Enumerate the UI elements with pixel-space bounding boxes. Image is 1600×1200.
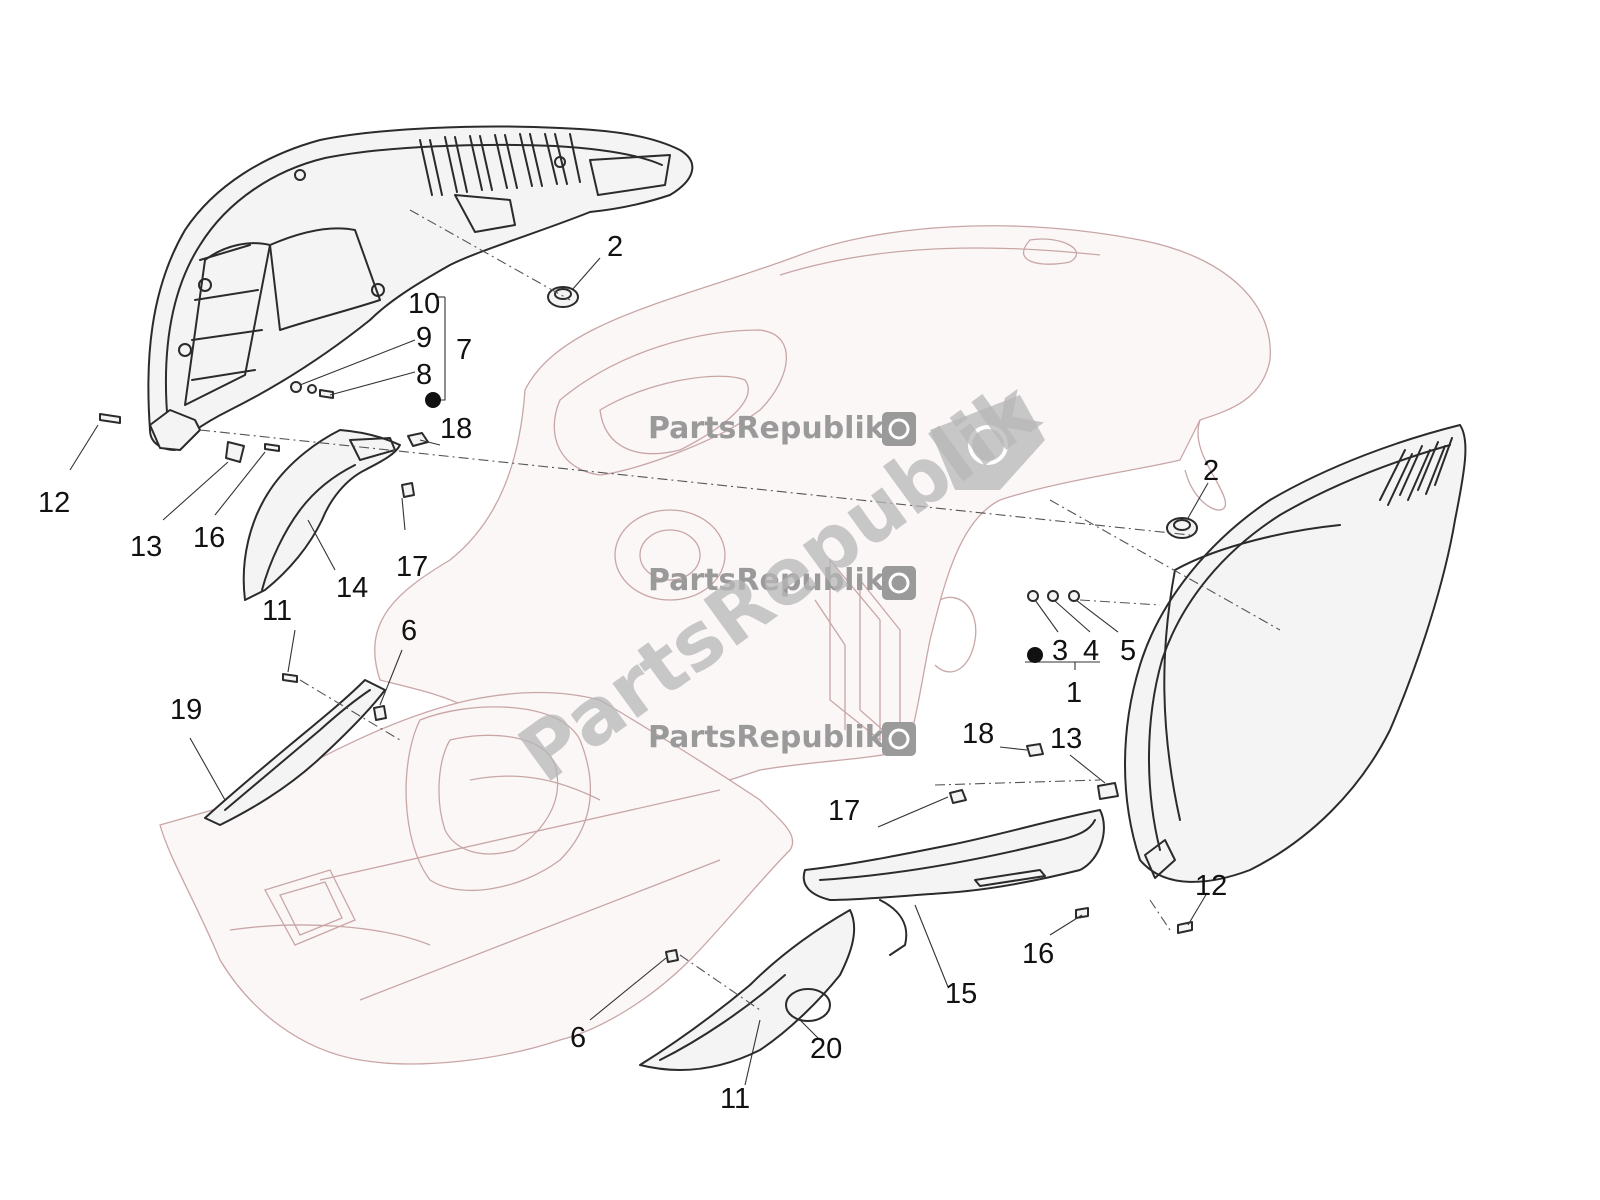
watermark-text-1: PartsRepublik bbox=[648, 411, 886, 446]
scooter-body-ghost bbox=[159, 225, 1271, 1065]
assembly-lines bbox=[199, 209, 1281, 1011]
callout-6-bottom: 6 bbox=[570, 1022, 586, 1054]
callout-15: 15 bbox=[945, 978, 977, 1010]
callout-numbers: 2 2 10 9 8 7 18 12 13 16 17 14 11 6 19 3… bbox=[38, 231, 1227, 1115]
callout-9: 9 bbox=[416, 322, 432, 354]
part-right-side-cowl bbox=[1124, 424, 1467, 883]
callout-12-left: 12 bbox=[38, 487, 70, 519]
part-14-inner-cover bbox=[242, 429, 401, 601]
part-20-lower-cover bbox=[639, 909, 856, 1071]
callout-10: 10 bbox=[408, 288, 440, 320]
callout-3: 3 bbox=[1052, 635, 1068, 667]
leader-lines bbox=[69, 257, 1209, 1086]
callout-7: 7 bbox=[456, 334, 472, 366]
callout-13-right: 13 bbox=[1050, 723, 1082, 755]
callout-4: 4 bbox=[1083, 635, 1099, 667]
callout-19: 19 bbox=[170, 694, 202, 726]
callout-11-bottom: 11 bbox=[720, 1083, 750, 1115]
part-19-footboard-strip bbox=[204, 679, 386, 826]
callout-2-right: 2 bbox=[1203, 455, 1219, 487]
watermark-text-2: PartsRepublik bbox=[648, 563, 886, 598]
watermark-big-logo bbox=[930, 395, 1045, 490]
callout-18-left: 18 bbox=[440, 413, 472, 445]
callout-8: 8 bbox=[416, 359, 432, 391]
watermark-gear-icon bbox=[882, 412, 916, 756]
callout-16-left: 16 bbox=[193, 522, 225, 554]
callout-17-left: 17 bbox=[396, 551, 428, 583]
callout-14: 14 bbox=[336, 572, 368, 604]
callout-11-left: 11 bbox=[262, 595, 292, 627]
callout-6-left: 6 bbox=[401, 615, 417, 647]
callout-17-right: 17 bbox=[828, 795, 860, 827]
callout-18-right: 18 bbox=[962, 718, 994, 750]
part-15-footboard-strip bbox=[802, 809, 1105, 956]
callout-5: 5 bbox=[1120, 635, 1136, 667]
callout-16-right: 16 bbox=[1022, 938, 1054, 970]
callout-1: 1 bbox=[1066, 677, 1082, 709]
callout-12-right: 12 bbox=[1195, 870, 1227, 902]
callout-20: 20 bbox=[810, 1033, 842, 1065]
watermark-text-3: PartsRepublik bbox=[648, 720, 886, 755]
part-left-side-cowl bbox=[147, 125, 694, 451]
callout-13-left: 13 bbox=[130, 531, 162, 563]
callout-2-top: 2 bbox=[607, 231, 623, 263]
